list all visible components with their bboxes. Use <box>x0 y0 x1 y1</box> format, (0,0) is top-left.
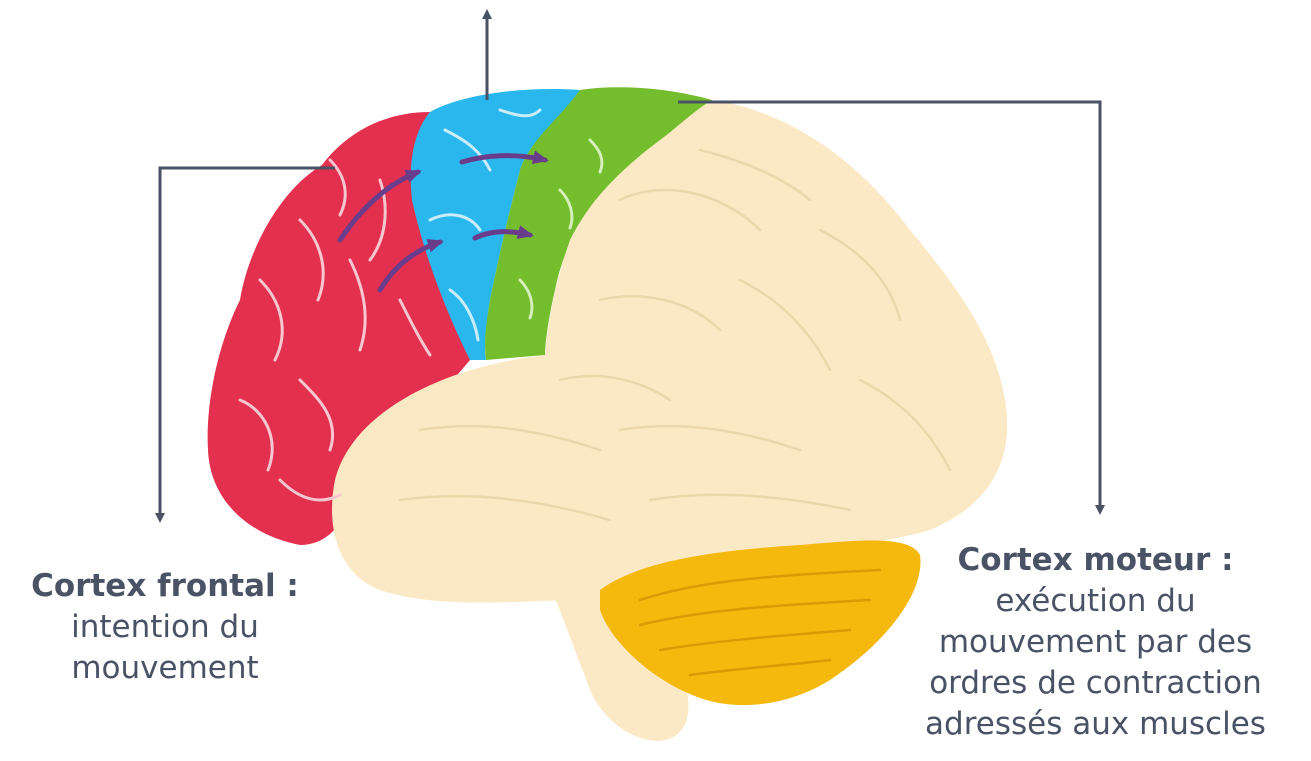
motor-cortex-desc-line-4: adressés aux muscles <box>880 704 1311 745</box>
frontal-cortex-desc-line-1: intention du <box>0 607 330 648</box>
frontal-cortex-label: Cortex frontal : intention du mouvement <box>0 566 330 689</box>
motor-cortex-label: Cortex moteur : exécution du mouvement p… <box>880 540 1311 745</box>
motor-cortex-title: Cortex moteur : <box>880 540 1311 581</box>
motor-cortex-desc-line-3: ordres de contraction <box>880 663 1311 704</box>
frontal-cortex-desc-line-2: mouvement <box>0 648 330 689</box>
motor-cortex-desc-line-1: exécution du <box>880 581 1311 622</box>
frontal-cortex-title: Cortex frontal : <box>0 566 330 607</box>
motor-cortex-desc-line-2: mouvement par des <box>880 622 1311 663</box>
